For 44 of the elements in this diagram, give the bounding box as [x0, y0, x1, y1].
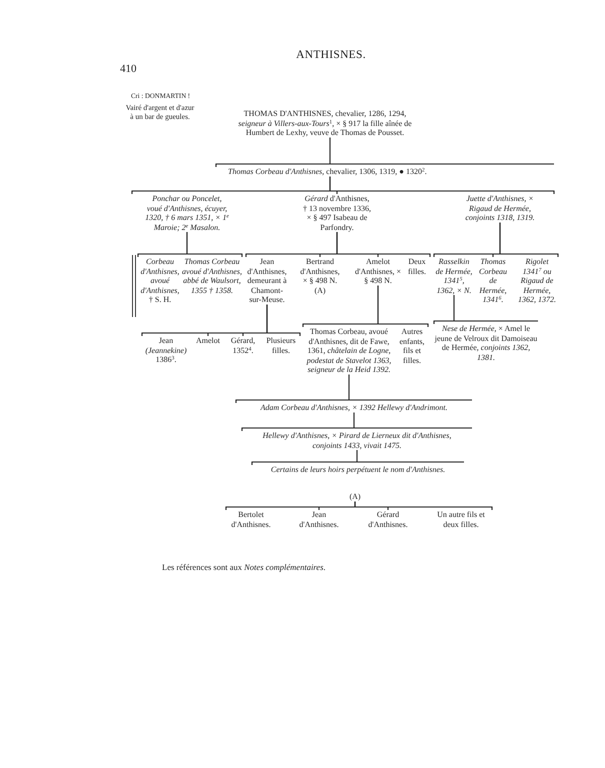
genealogy-entry: Gérard d'Anthisnes, † 13 novembre 1336, × § 497 Isabeau de Parfondry. [302, 194, 372, 232]
descent-line [251, 450, 465, 466]
descent-line [499, 222, 559, 257]
genealogy-entry: Rasselkin de Hermée, 1341$^{5}$, 1362, × N. [434, 257, 474, 295]
genealogy-entry: Amelot d'Anthisnes, × § 498 N. [354, 257, 402, 286]
genealogy-entry: Adam Corbeau d'Anthisnes, × 1392 Hellewy d'Andrimont. [236, 403, 472, 412]
genealogy-entry: Corbeau d'Anthisnes, avoué d'Anthisnes, † S. H. [138, 257, 182, 304]
descent-line [186, 232, 243, 257]
descent-line [266, 304, 301, 336]
genealogy-entry: Un autre fils et deux filles. [430, 510, 492, 529]
genealogy-entry: Thomas Corbeau avoué d'Anthisnes, abbé de Waulsort, 1355 † 1358. [182, 257, 242, 295]
descent-line [329, 176, 555, 194]
genealogy-entry: Thomas Corbeau de Hermée, 1341$^{6}$. [476, 257, 510, 304]
genealogy-entry: Hellewy d'Anthisnes, × Pirard de Lierneux dit d'Anthisnes, conjoints 1433, vivait 1475. [242, 431, 472, 450]
genealogy-entry: Autres enfants, fils et filles. [396, 327, 428, 365]
page-number: 410 [120, 63, 136, 75]
genealogy-entry: Bertolet d'Anthisnes. [226, 510, 276, 529]
descent-line [354, 502, 493, 510]
descent-line [433, 295, 539, 324]
descent-line [377, 286, 429, 327]
genealogy-entry: Ponchar ou Poncelet, voué d'Anthisnes, écuyer, 1320, † 6 mars 1351, × 1$^{e}$ Maroie; 2$^{e}$ Masalon. [132, 194, 242, 232]
descent-line [336, 232, 431, 257]
genealogy-entry: Thomas Corbeau d'Anthisnes, chevalier, 1306, 1319, ● 1320$^{2}$. [216, 167, 554, 176]
page-title: ANTHISNES. [295, 49, 367, 61]
genealogy-entry: Jean d'Anthisnes. [294, 510, 344, 529]
reference-mark: (A) [338, 492, 372, 502]
genealogy-entry: Gérard d'Anthisnes. [362, 510, 414, 529]
genealogy-entry: Rigolet 1341$^{7}$ ou Rigaud de Hermée, 1362, 1372. [516, 257, 558, 304]
genealogy-entry: THOMAS D'ANTHISNES, chevalier, 1286, 1294, seigneur à Villers-aux-Tours$^{1}$, × § 917 la fille aînée de Humbert de Lexhy, veuve de Thomas de Pousset. [232, 109, 418, 138]
genealogy-entry: Thomas Corbeau, avoué d'Anthisnes, dit de Fawe, 1361, châtelain de Logne, podestat de Stavelot 1363, seigneur de la Heid 1392. [303, 327, 395, 374]
descent-line [241, 412, 473, 432]
descent-line [215, 138, 555, 168]
genealogy-entry: Amelot [192, 336, 224, 346]
genealogy-entry: Juette d'Anthisnes, × Rigaud de Hermée, conjoints 1318, 1319. [446, 194, 554, 222]
genealogy-entry: Certains de leurs hoirs perpétuent le nom d'Anthisnes. [252, 465, 464, 474]
descent-line [235, 374, 473, 404]
genealogy-entry: Nese de Hermée, × Amel le jeune de Velroux dit Damoiseau de Hermée, conjoints 1362, 1381. [434, 324, 538, 362]
genealogy-entry: Jean (Jeannekine) 1386$^{3}$. [142, 336, 190, 364]
genealogy-entry: Jean d'Anthisnes, demeurant à Chamont-sur-Meuse. [246, 257, 288, 304]
genealogy-entry: Gérard, 1352$^{4}$. [226, 336, 260, 355]
genealogy-entry: Deux filles. [404, 257, 430, 276]
genealogy-entry: Bertrand d'Anthisnes, × § 498 N. (A) [298, 257, 342, 295]
footnote-text: Les références sont aux Notes complémentaires. [162, 562, 326, 572]
genealogy-entry: Plusieurs filles. [262, 336, 300, 355]
